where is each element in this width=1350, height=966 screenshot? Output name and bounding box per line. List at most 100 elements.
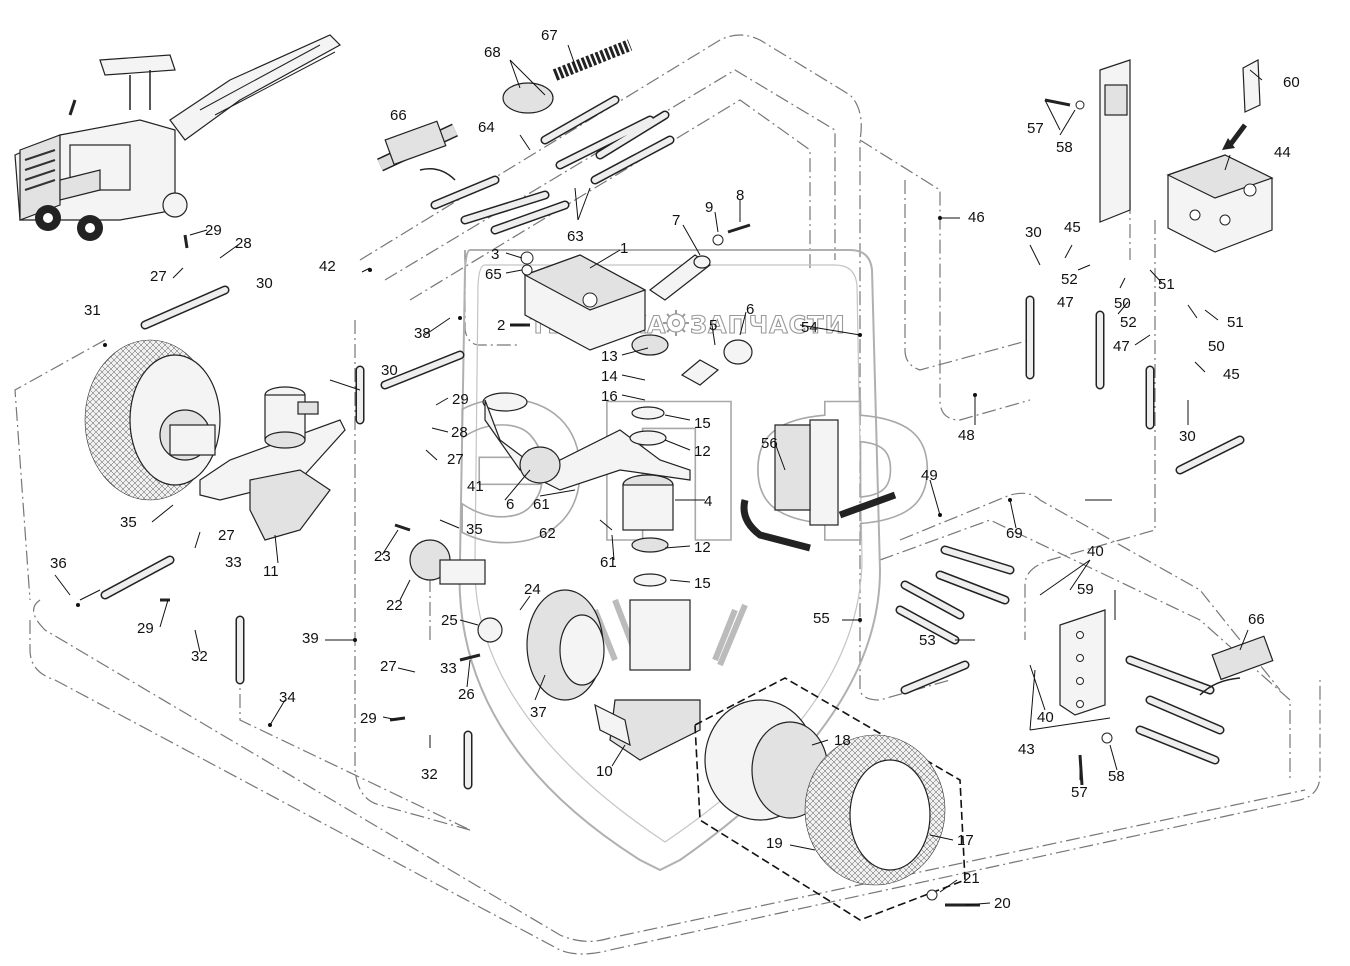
callout-51a: 51 bbox=[1158, 276, 1175, 293]
callout-17: 17 bbox=[957, 832, 974, 849]
gear-icon bbox=[663, 310, 689, 336]
callout-66b: 66 bbox=[1248, 611, 1265, 628]
leader-dots bbox=[76, 216, 1012, 727]
quick-couplings bbox=[384, 120, 1274, 696]
callout-46: 46 bbox=[968, 209, 985, 226]
callout-59: 59 bbox=[1077, 581, 1094, 598]
callout-21: 21 bbox=[963, 870, 980, 887]
callout-19: 19 bbox=[766, 835, 783, 852]
callout-42: 42 bbox=[319, 258, 336, 275]
callout-61b: 61 bbox=[600, 554, 617, 571]
callout-28a: 28 bbox=[235, 235, 252, 252]
callout-30d: 30 bbox=[1179, 428, 1196, 445]
callout-66a: 66 bbox=[390, 107, 407, 124]
callout-12a: 12 bbox=[694, 443, 711, 460]
callout-12b: 12 bbox=[694, 539, 711, 556]
callout-52b: 52 bbox=[1120, 314, 1137, 331]
valve-manifold-block bbox=[1099, 59, 1274, 253]
callout-9: 9 bbox=[705, 199, 713, 216]
callout-32a: 32 bbox=[191, 648, 208, 665]
watermark-word-right: ЗАПЧАСТИ bbox=[690, 311, 846, 339]
callout-27b: 27 bbox=[218, 527, 235, 544]
callout-58b: 58 bbox=[1108, 768, 1125, 785]
callout-7: 7 bbox=[672, 212, 680, 229]
callout-62: 62 bbox=[539, 525, 556, 542]
callout-leaders bbox=[54, 44, 1263, 906]
callout-38: 38 bbox=[414, 325, 431, 342]
callout-29c: 29 bbox=[452, 391, 469, 408]
callout-69: 69 bbox=[1006, 525, 1023, 542]
callout-6b: 6 bbox=[746, 301, 754, 318]
callout-27c: 27 bbox=[447, 451, 464, 468]
callout-35b: 35 bbox=[466, 521, 483, 538]
callout-14: 14 bbox=[601, 368, 618, 385]
callout-45a: 45 bbox=[1064, 219, 1081, 236]
callout-27d: 27 bbox=[380, 658, 397, 675]
callout-53: 53 bbox=[919, 632, 936, 649]
callout-1: 1 bbox=[620, 240, 628, 257]
callout-47b: 47 bbox=[1113, 338, 1130, 355]
callout-8: 8 bbox=[736, 187, 744, 204]
callout-29d: 29 bbox=[360, 710, 377, 727]
callout-58a: 58 bbox=[1056, 139, 1073, 156]
callout-60: 60 bbox=[1283, 74, 1300, 91]
callout-11: 11 bbox=[263, 563, 279, 580]
callout-30c: 30 bbox=[1025, 224, 1042, 241]
callout-4: 4 bbox=[704, 493, 712, 510]
callout-25: 25 bbox=[441, 612, 458, 629]
callout-57a: 57 bbox=[1027, 120, 1044, 137]
callout-33a: 33 bbox=[225, 554, 242, 571]
callout-36: 36 bbox=[50, 555, 67, 572]
callout-68: 68 bbox=[484, 44, 501, 61]
callout-40a: 40 bbox=[1087, 543, 1104, 560]
hose-bracket bbox=[1059, 609, 1106, 716]
callout-labels: 1 2 3 4 5 6 6 7 8 9 10 11 12 12 13 14 15… bbox=[50, 27, 1300, 912]
hydraulic-routes bbox=[14, 34, 1321, 955]
callout-49: 49 bbox=[921, 467, 938, 484]
callout-47a: 47 bbox=[1057, 294, 1074, 311]
callout-44: 44 bbox=[1274, 144, 1291, 161]
callout-30a: 30 bbox=[256, 275, 273, 292]
callout-51b: 51 bbox=[1227, 314, 1244, 331]
callout-50a: 50 bbox=[1114, 295, 1131, 312]
callout-26: 26 bbox=[458, 686, 475, 703]
callout-55: 55 bbox=[813, 610, 830, 627]
callout-56: 56 bbox=[761, 435, 778, 452]
callout-61a: 61 bbox=[533, 496, 550, 513]
callout-48: 48 bbox=[958, 427, 975, 444]
callout-43: 43 bbox=[1018, 741, 1035, 758]
callout-2: 2 bbox=[497, 317, 505, 334]
callout-29a: 29 bbox=[205, 222, 222, 239]
callout-23: 23 bbox=[374, 548, 391, 565]
central-axle-assembly bbox=[409, 254, 897, 761]
callout-30b: 30 bbox=[381, 362, 398, 379]
callout-31: 31 bbox=[84, 302, 101, 319]
callout-22: 22 bbox=[386, 597, 403, 614]
callout-40b: 40 bbox=[1037, 709, 1054, 726]
callout-52a: 52 bbox=[1061, 271, 1078, 288]
callout-39: 39 bbox=[302, 630, 319, 647]
callout-64: 64 bbox=[478, 119, 495, 136]
callout-18: 18 bbox=[834, 732, 851, 749]
tyre-rim-group bbox=[694, 677, 966, 921]
callout-15b: 15 bbox=[694, 575, 711, 592]
callout-27a: 27 bbox=[150, 268, 167, 285]
machine-overview-illustration bbox=[14, 34, 341, 241]
callout-34: 34 bbox=[279, 689, 296, 706]
callout-5: 5 bbox=[709, 317, 717, 334]
callout-37: 37 bbox=[530, 704, 547, 721]
callout-45b: 45 bbox=[1223, 366, 1240, 383]
callout-67: 67 bbox=[541, 27, 558, 44]
callout-32b: 32 bbox=[421, 766, 438, 783]
callout-3: 3 bbox=[491, 246, 499, 263]
callout-41: 41 bbox=[467, 478, 484, 495]
callout-33b: 33 bbox=[440, 660, 457, 677]
callout-35a: 35 bbox=[120, 514, 137, 531]
callout-13: 13 bbox=[601, 348, 618, 365]
left-wheel-assembly bbox=[84, 339, 346, 541]
callout-24: 24 bbox=[524, 581, 541, 598]
callout-54: 54 bbox=[801, 319, 818, 336]
callout-6a: 6 bbox=[506, 496, 514, 513]
callout-28b: 28 bbox=[451, 424, 468, 441]
